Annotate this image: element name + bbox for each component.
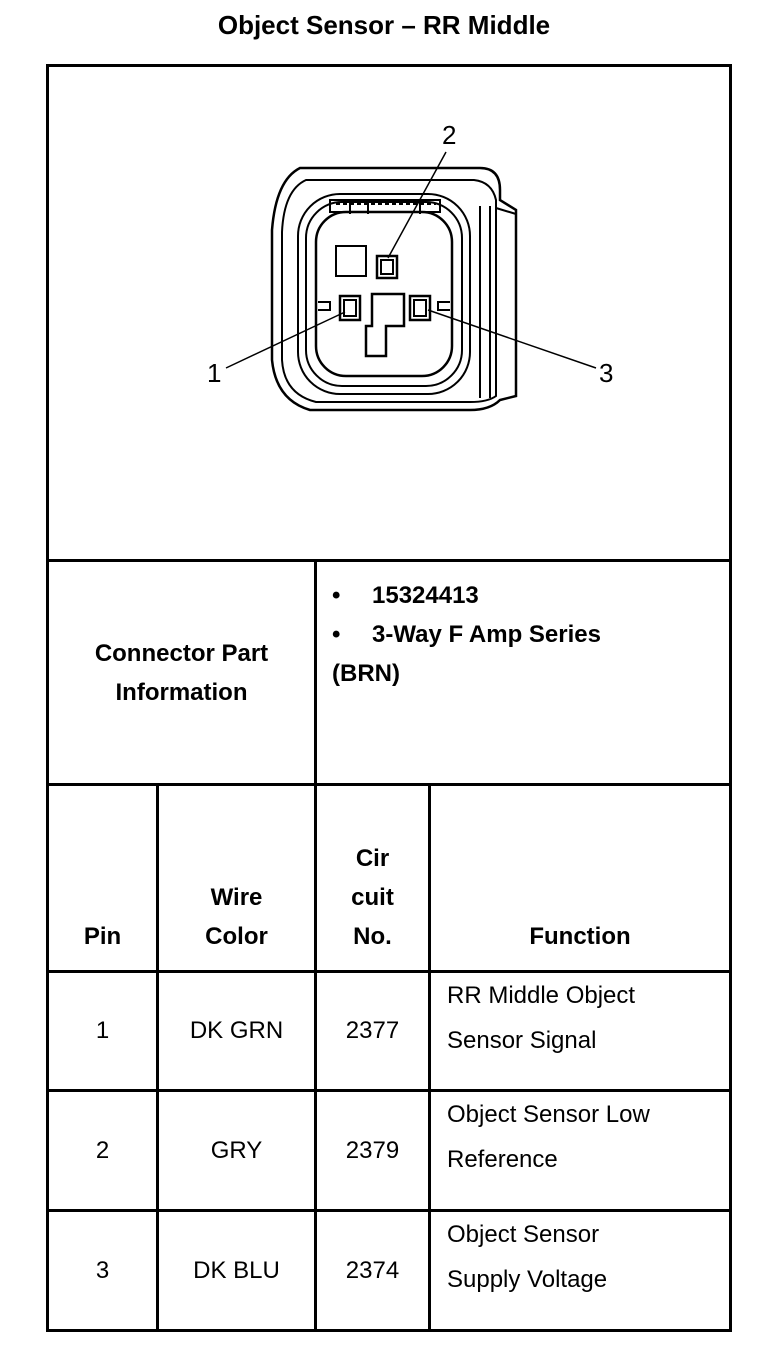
table-cell-wire-color: GRY <box>210 1136 263 1164</box>
page-title: Object Sensor – RR Middle <box>217 10 551 40</box>
table-cell-circuit: 2377 <box>345 1017 400 1044</box>
divider <box>46 1089 732 1092</box>
table-cell-pin: 1 <box>95 1017 110 1044</box>
connector-table-frame <box>46 64 732 1332</box>
connector-info-label: Connector Part Information <box>49 562 314 783</box>
pin-label-3: 3 <box>599 358 614 388</box>
divider <box>428 783 431 1332</box>
header-circuit: Cir cuit No. <box>351 845 394 950</box>
list-item: •3-Way F Amp Series <box>332 621 601 648</box>
divider <box>46 783 732 786</box>
table-cell-function: Object Sensor Low Reference <box>447 1101 650 1173</box>
table-cell-circuit: 2374 <box>345 1256 400 1284</box>
divider <box>46 1209 732 1212</box>
header-wire-color: Wire Color <box>205 884 268 950</box>
table-cell-function: Object Sensor Supply Voltage <box>447 1221 608 1293</box>
divider <box>46 970 732 973</box>
pin-label-2: 2 <box>442 120 457 150</box>
header-function: Function <box>529 923 631 950</box>
header-pin: Pin <box>83 923 122 950</box>
table-cell-wire-color: DK GRN <box>189 1017 284 1044</box>
table-cell-pin: 3 <box>95 1256 110 1284</box>
connector-info-label-line1: Connector Part <box>94 639 269 667</box>
table-cell-circuit: 2379 <box>345 1136 400 1164</box>
pin-label-1: 1 <box>207 358 222 388</box>
table-cell-wire-color: DK BLU <box>193 1256 280 1284</box>
table-cell-pin: 2 <box>95 1136 110 1164</box>
divider <box>314 559 317 1332</box>
divider <box>156 783 159 1332</box>
connector-info-label-line2: Information <box>115 678 248 706</box>
list-item-continuation: (BRN) <box>332 660 400 687</box>
table-cell-function: RR Middle Object Sensor Signal <box>447 982 636 1054</box>
divider <box>46 559 732 562</box>
connector-info-list: •15324413 •3-Way F Amp Series (BRN) <box>332 576 722 693</box>
connector-face-diagram <box>225 151 597 412</box>
list-item: •15324413 <box>332 582 479 609</box>
